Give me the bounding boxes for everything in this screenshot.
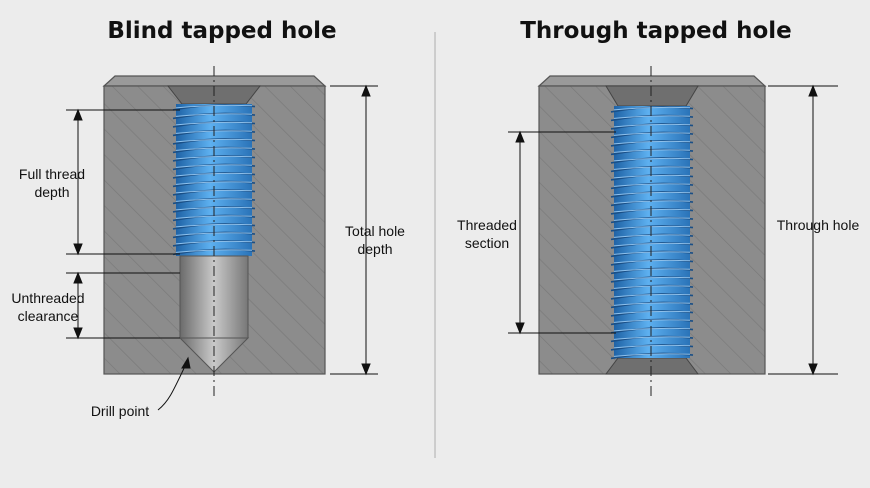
total-hole-depth-label: Total hole depth — [345, 223, 405, 257]
blind-dimensions — [66, 84, 378, 411]
drill-point-label: Drill point — [90, 403, 150, 419]
through-hole-block — [537, 66, 767, 396]
blind-hole-title: Blind tapped hole — [107, 18, 337, 44]
through-hole-label: Through hole — [776, 217, 860, 233]
threaded-section-label: Threaded section — [457, 217, 517, 251]
full-thread-depth-label: Full thread depth — [18, 166, 86, 200]
through-thread-ridges — [610, 106, 694, 360]
through-dimensions — [508, 84, 838, 376]
through-thread — [614, 106, 690, 358]
unthreaded-clearance-label: Unthreaded clearance — [11, 290, 85, 324]
blind-thread-ridges — [172, 104, 256, 256]
blind-hole-block — [102, 66, 327, 396]
through-hole-title: Through tapped hole — [520, 18, 792, 44]
